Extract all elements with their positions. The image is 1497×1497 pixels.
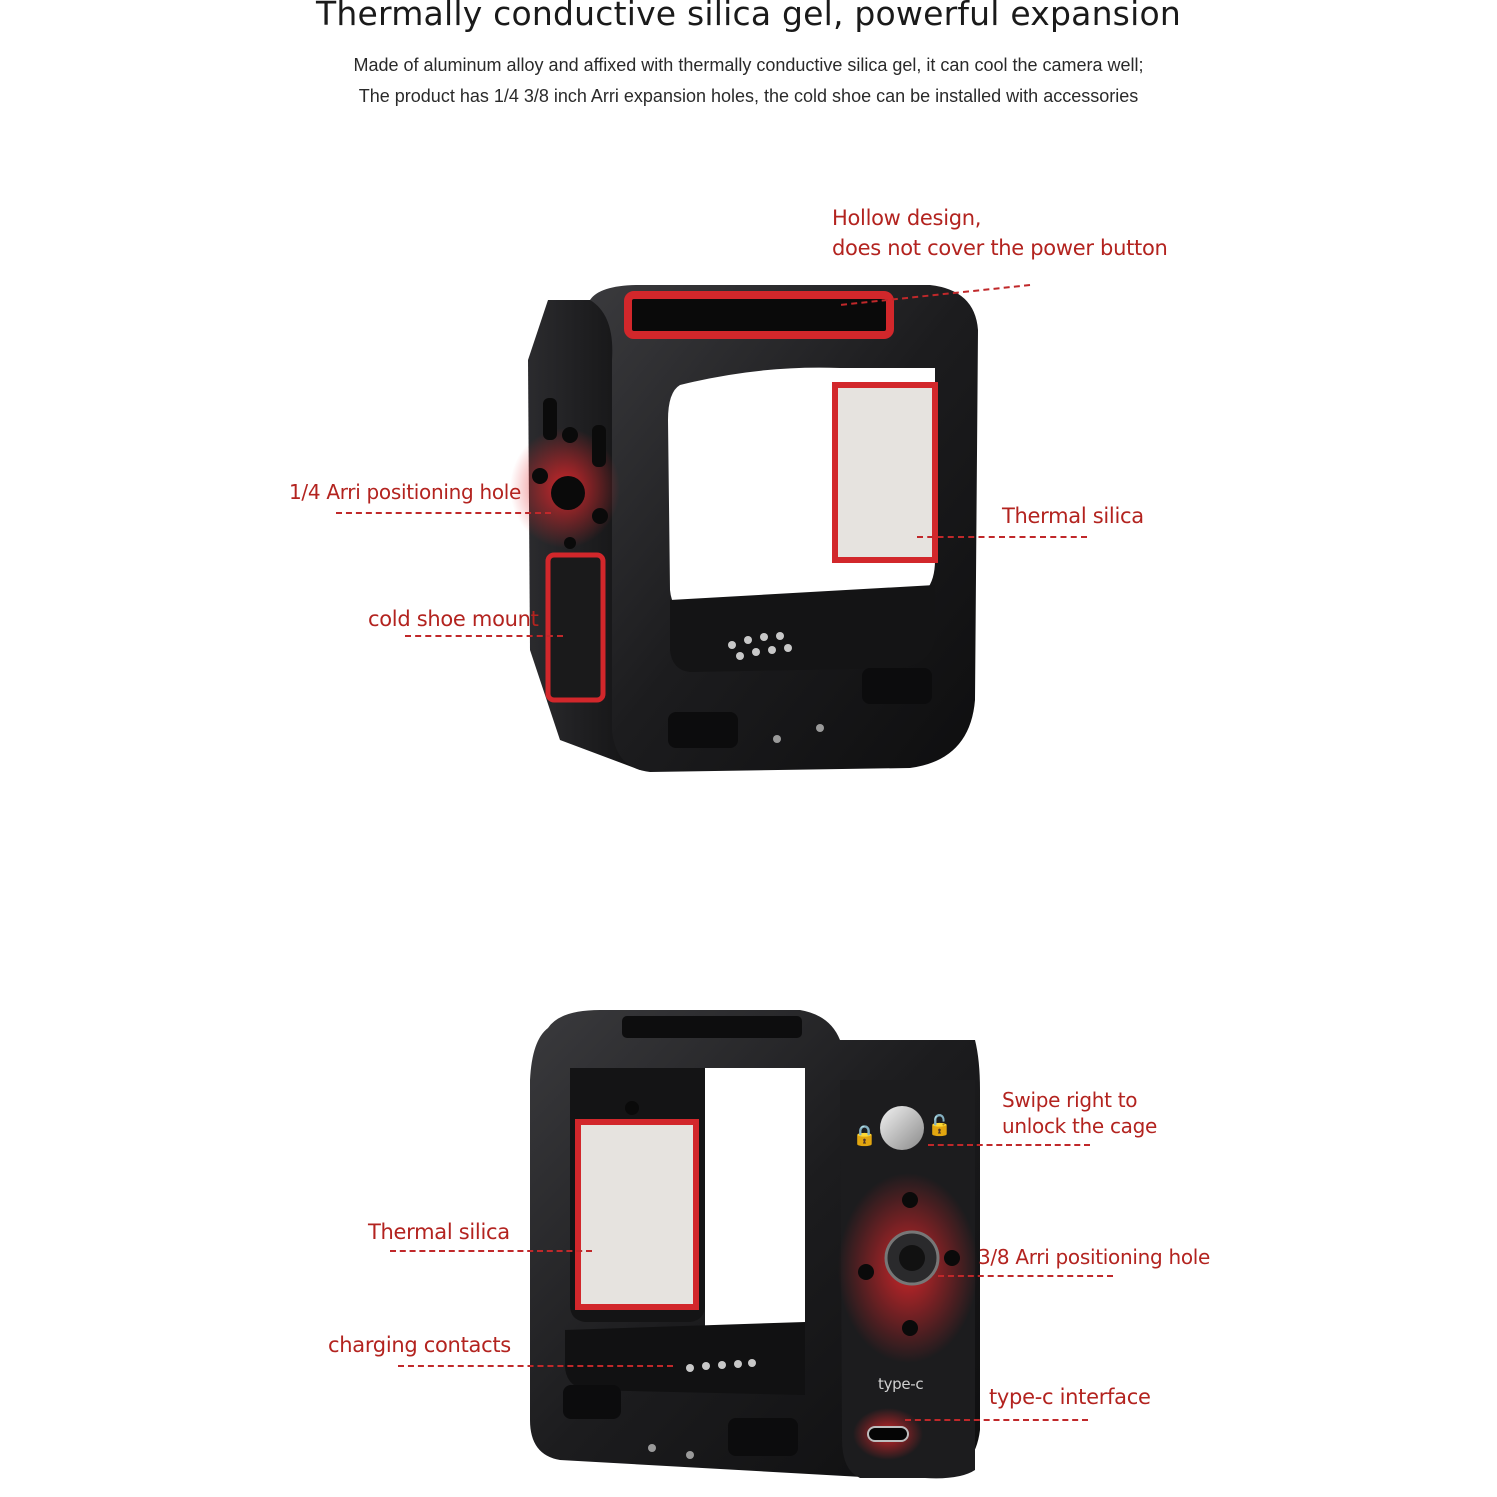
swipe-leader — [928, 1144, 1090, 1146]
top-hollow-highlight — [624, 291, 894, 339]
swipe-label-2: unlock the cage — [1002, 1114, 1158, 1138]
thermal-pad-top — [832, 382, 938, 563]
three-eighths-hole-leader — [938, 1275, 1113, 1277]
unlocked-padlock-icon: 🔓 — [927, 1113, 952, 1137]
typec-interface-leader — [905, 1419, 1088, 1421]
lock-knob — [880, 1106, 924, 1150]
cold-shoe-label: cold shoe mount — [368, 607, 539, 631]
typec-port — [867, 1426, 909, 1442]
quarter-hole-leader — [336, 512, 551, 514]
subtitle-line-1: Made of aluminum alloy and affixed with … — [353, 55, 1144, 75]
page-title: Thermally conductive silica gel, powerfu… — [316, 0, 1181, 33]
bottom-cage: 🔒 🔓 — [530, 1010, 980, 1479]
three-eighths-hole-label: 3/8 Arri positioning hole — [978, 1245, 1211, 1269]
locked-padlock-icon: 🔒 — [852, 1123, 877, 1147]
thermal-silica-bottom-label: Thermal silica — [368, 1220, 510, 1244]
subtitle-line-2: The product has 1/4 3/8 inch Arri expans… — [358, 86, 1139, 106]
quarter-hole-label: 1/4 Arri positioning hole — [289, 480, 522, 504]
typec-engraving: type-c — [878, 1375, 924, 1393]
swipe-label-1: Swipe right to — [1002, 1088, 1138, 1112]
charging-contacts-label: charging contacts — [328, 1333, 511, 1357]
cold-shoe-highlight — [545, 552, 606, 703]
thermal-pad-bottom — [575, 1119, 699, 1310]
top-cage — [510, 285, 978, 772]
hollow-design-label-1: Hollow design, — [832, 206, 982, 230]
thermal-silica-bottom-leader — [390, 1250, 592, 1252]
hollow-design-label-2: does not cover the power button — [832, 236, 1168, 260]
charging-contacts-leader — [398, 1365, 673, 1367]
thermal-silica-top-label: Thermal silica — [1002, 504, 1144, 528]
typec-interface-label: type-c interface — [989, 1385, 1151, 1409]
thermal-silica-top-leader — [917, 536, 1087, 538]
cold-shoe-leader — [405, 635, 563, 637]
